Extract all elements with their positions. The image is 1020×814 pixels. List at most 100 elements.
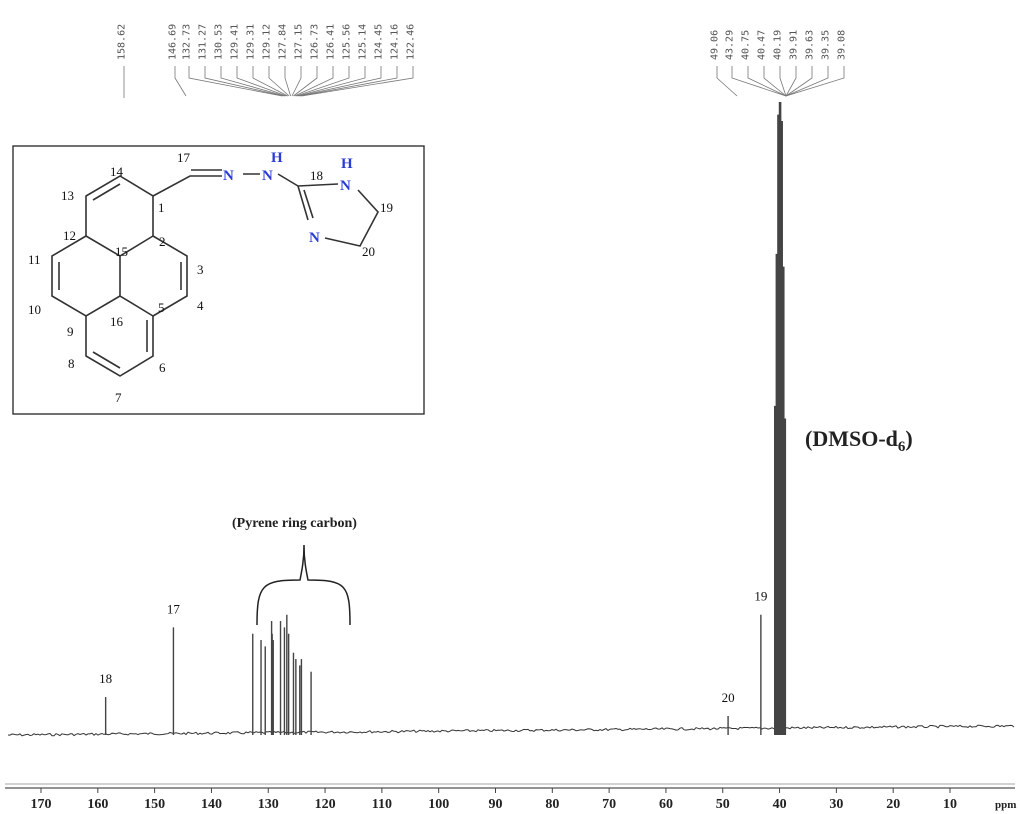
atom-number-9: 9 [67, 324, 74, 339]
atom-number-7: 7 [115, 390, 122, 405]
pyrene-bonds [51, 169, 379, 377]
peak-connector-24 [785, 66, 829, 97]
atom-number-19: 19 [380, 200, 393, 215]
solvent-text: (DMSO-d [805, 426, 898, 451]
peak-list-label-12: 125.56 [342, 24, 353, 60]
atom-n-ring: N [309, 230, 320, 246]
atom-numbers: 1 2 3 4 5 6 7 8 9 10 11 12 13 14 15 16 1… [28, 150, 393, 405]
peak-connector-18 [731, 66, 787, 97]
atom-number-15: 15 [115, 244, 128, 259]
x-tick-label-100: 100 [428, 797, 449, 812]
peak-connector-14 [298, 66, 382, 97]
peak-list-label-8: 127.84 [278, 24, 289, 60]
atom-h-ring: H [341, 156, 353, 172]
peak-list-label-25: 39.08 [837, 30, 848, 60]
structure-frame [12, 145, 425, 415]
peak-assignment-20: 20 [722, 690, 735, 705]
x-tick-label-10: 10 [943, 797, 957, 812]
peak-connector-17 [716, 66, 738, 97]
atom-number-17: 17 [177, 150, 191, 165]
atom-number-3: 3 [197, 262, 204, 277]
peak-connector-4 [220, 66, 286, 97]
peak-connector-22 [785, 66, 797, 97]
atom-n-imine: N [223, 168, 234, 184]
peak-connector-8 [284, 66, 291, 97]
peak-connector-12 [296, 66, 350, 97]
solvent-annotation: (DMSO-d6) [805, 426, 913, 455]
atom-number-12: 12 [63, 228, 76, 243]
peak-list-label-15: 124.16 [390, 24, 401, 60]
peak-list-label-3: 131.27 [198, 24, 209, 60]
spectrum-peaks [104, 102, 787, 735]
peak-connector-7 [268, 66, 290, 97]
peak-connector-21 [779, 66, 787, 97]
x-tick-label-20: 20 [886, 797, 900, 812]
atom-number-20: 20 [362, 244, 375, 259]
peak-list-label-18: 43.29 [725, 30, 736, 60]
peak-connector-10 [293, 66, 318, 97]
peak-connector-11 [294, 66, 334, 97]
peak-assignment-17: 17 [167, 601, 181, 616]
x-tick-label-120: 120 [315, 797, 336, 812]
x-tick-label-60: 60 [659, 797, 673, 812]
peak-connector-3 [204, 66, 284, 97]
peak-connector-15 [300, 66, 398, 97]
peak-connector-20 [763, 66, 787, 97]
peak-list-label-4: 130.53 [214, 24, 225, 60]
x-tick-label-40: 40 [773, 797, 787, 812]
peak-list-label-19: 40.75 [741, 30, 752, 60]
solvent-subscript: 6 [898, 439, 906, 455]
peak-connector-13 [297, 66, 366, 97]
peak-connector-2 [188, 66, 283, 97]
peak-list-label-6: 129.31 [246, 24, 257, 60]
atom-number-13: 13 [61, 188, 74, 203]
x-tick-label-50: 50 [716, 797, 730, 812]
peak-list-label-7: 129.12 [262, 24, 273, 60]
x-axis-label: ppm [995, 799, 1016, 811]
peak-list-label-20: 40.47 [757, 30, 768, 60]
x-tick-label-150: 150 [144, 797, 165, 812]
peak-assignment-19: 19 [754, 589, 767, 604]
structure-inset: N N H N H N 1 2 3 4 5 6 7 8 9 10 11 12 1… [12, 145, 425, 415]
atom-number-2: 2 [159, 234, 166, 249]
peak-list-label-23: 39.63 [805, 30, 816, 60]
peak-list-label-0: 158.62 [117, 24, 128, 60]
x-tick-label-30: 30 [829, 797, 843, 812]
peak-list-label-16: 122.46 [406, 24, 417, 60]
peak-list-label-2: 132.73 [182, 24, 193, 60]
atom-n-ring-h: N [340, 178, 351, 194]
atom-number-8: 8 [68, 356, 75, 371]
peak-list-label-10: 126.73 [310, 24, 321, 60]
peak-connector-1 [174, 66, 187, 97]
peak-connector-16 [301, 66, 414, 97]
peak-label-connectors [123, 66, 845, 98]
peak-list-label-14: 124.45 [374, 24, 385, 60]
peak-connector-5 [236, 66, 287, 97]
peak-connector-23 [785, 66, 813, 97]
peak-connector-25 [785, 66, 845, 97]
x-tick-label-140: 140 [201, 797, 222, 812]
peak-list-label-11: 126.41 [326, 24, 337, 60]
solvent-close: ) [905, 426, 912, 451]
peak-assignment-18: 18 [99, 671, 112, 686]
spectrum-baseline [7, 724, 1015, 737]
x-tick-label-130: 130 [258, 797, 279, 812]
atom-n-hydrazine: N [262, 168, 273, 184]
x-tick-label-170: 170 [31, 797, 52, 812]
atom-number-5: 5 [158, 300, 165, 315]
peak-list-label-22: 39.91 [789, 30, 800, 60]
atom-number-16: 16 [110, 314, 124, 329]
x-tick-label-70: 70 [602, 797, 616, 812]
atom-number-10: 10 [28, 302, 41, 317]
atom-number-1: 1 [158, 200, 165, 215]
x-tick-label-160: 160 [87, 797, 108, 812]
peak-list-label-5: 129.41 [230, 24, 241, 60]
peak-connector-19 [747, 66, 787, 97]
peak-connector-6 [252, 66, 288, 97]
peak-list-label-9: 127.15 [294, 24, 305, 60]
atom-number-11: 11 [28, 252, 41, 267]
atom-number-18: 18 [310, 168, 323, 183]
x-tick-label-110: 110 [372, 797, 392, 812]
